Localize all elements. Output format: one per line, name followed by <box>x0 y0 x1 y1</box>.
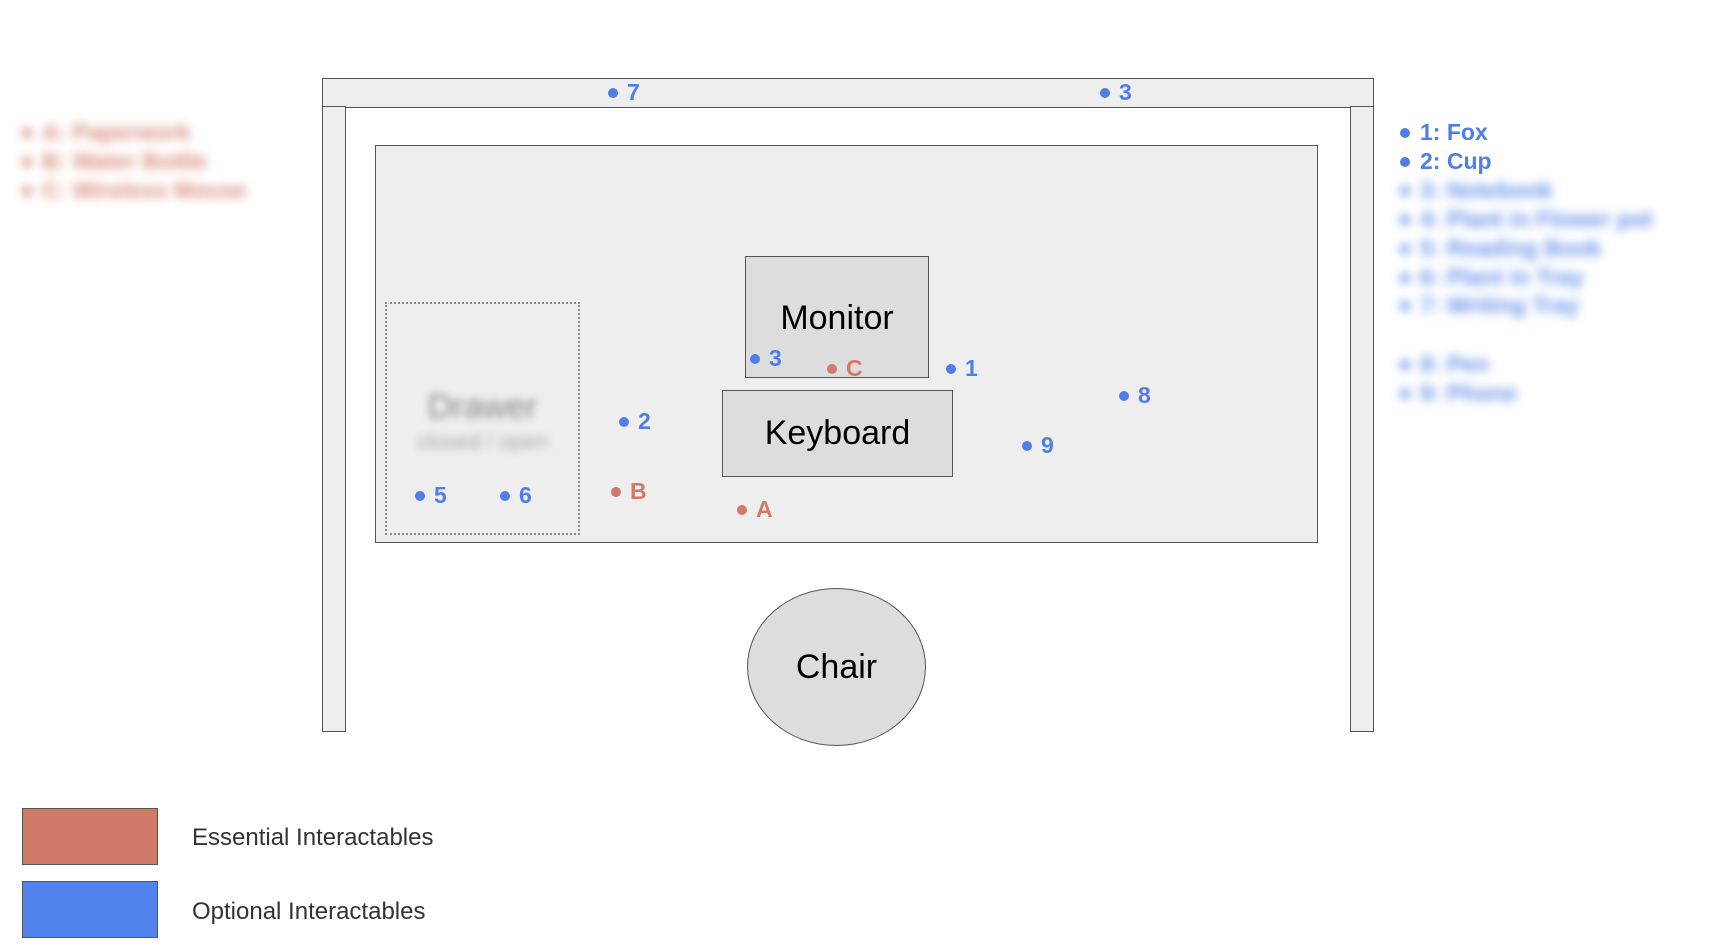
list-item: 2: Cup <box>1400 147 1700 176</box>
marker-dot-icon <box>827 363 837 374</box>
marker-b: B <box>611 478 647 505</box>
bullet-dot-icon <box>1400 185 1410 196</box>
marker-dot-icon <box>1022 440 1032 451</box>
marker-label: 8 <box>1138 382 1151 408</box>
marker-label: 2 <box>638 408 651 434</box>
list-item-label: 2: Cup <box>1420 148 1492 174</box>
room-right-wall <box>1350 106 1374 732</box>
list-item-label: 6: Plant in Tray <box>1420 264 1584 290</box>
list-item-label: C: Wireless Mouse <box>42 177 247 203</box>
marker-7: 7 <box>608 79 640 106</box>
bullet-dot-icon <box>1400 243 1410 254</box>
marker-a: A <box>737 496 773 523</box>
marker-label: 1 <box>965 355 978 381</box>
list-item: 9: Phone <box>1400 379 1700 408</box>
list-item: 5: Reading Book <box>1400 234 1700 263</box>
drawer-sublabel: closed / open <box>417 429 548 454</box>
list-item: 8: Pen <box>1400 350 1700 379</box>
bullet-dot-icon <box>1400 272 1410 283</box>
list-item-label: 8: Pen <box>1420 351 1490 377</box>
list-item-label: 5: Reading Book <box>1420 235 1602 261</box>
marker-dot-icon <box>1119 390 1129 401</box>
marker-label: 9 <box>1041 432 1054 458</box>
bullet-dot-icon <box>22 156 32 167</box>
legend-swatch-essential <box>22 808 158 865</box>
marker-2: 2 <box>619 408 651 435</box>
room-top-wall <box>322 78 1374 108</box>
bullet-dot-icon <box>1400 388 1410 399</box>
marker-label: 7 <box>627 79 640 105</box>
marker-dot-icon <box>608 87 618 98</box>
bullet-dot-icon <box>22 127 32 138</box>
marker-dot-icon <box>611 486 621 497</box>
list-item: 3: Notebook <box>1400 176 1700 205</box>
marker-label: 5 <box>434 482 447 508</box>
marker-3-top: 3 <box>1100 79 1132 106</box>
list-item-label: 3: Notebook <box>1420 177 1553 203</box>
list-item: B: Water Bottle <box>22 147 246 176</box>
marker-label: C <box>846 355 863 381</box>
marker-5: 5 <box>415 482 447 509</box>
chair: Chair <box>747 588 926 746</box>
marker-8: 8 <box>1119 382 1151 409</box>
bullet-dot-icon <box>1400 214 1410 225</box>
bullet-dot-icon <box>1400 359 1410 370</box>
chair-label: Chair <box>795 647 878 686</box>
keyboard-label: Keyboard <box>764 414 911 452</box>
drawer-label: Drawer <box>427 388 538 426</box>
list-item: 6: Plant in Tray <box>1400 263 1700 292</box>
list-item-label: 4: Plant in Flower pot <box>1420 206 1653 232</box>
marker-dot-icon <box>946 363 956 374</box>
room-left-wall <box>322 106 346 732</box>
marker-dot-icon <box>750 353 760 364</box>
marker-label: A <box>756 496 773 522</box>
optional-interactables-list: 1: Fox 2: Cup 3: Notebook 4: Plant in Fl… <box>1400 118 1700 408</box>
marker-1: 1 <box>946 355 978 382</box>
bullet-dot-icon <box>1400 301 1410 311</box>
list-item: 1: Fox <box>1400 118 1700 147</box>
marker-c: C <box>827 355 863 382</box>
drawer-area: Drawer closed / open <box>385 302 580 535</box>
marker-6: 6 <box>500 482 532 509</box>
marker-dot-icon <box>1100 87 1110 98</box>
list-item: 4: Plant in Flower pot <box>1400 205 1700 234</box>
marker-label: 6 <box>519 482 532 508</box>
bullet-dot-icon <box>1400 127 1410 138</box>
legend-label-optional: Optional Interactables <box>192 898 426 925</box>
list-item-label: 9: Phone <box>1420 380 1518 406</box>
monitor: Monitor <box>745 256 929 378</box>
bullet-dot-icon <box>1400 156 1410 167</box>
marker-label: 3 <box>1119 79 1132 105</box>
list-item-label: B: Water Bottle <box>42 148 208 174</box>
keyboard: Keyboard <box>722 390 953 477</box>
list-item: C: Wireless Mouse <box>22 176 246 205</box>
marker-9: 9 <box>1022 432 1054 459</box>
list-item-label: 7: Writing Tray <box>1420 292 1580 318</box>
marker-dot-icon <box>500 490 510 501</box>
list-item-label: 1: Fox <box>1420 119 1488 145</box>
legend-label-essential: Essential Interactables <box>192 824 434 851</box>
marker-dot-icon <box>737 504 747 515</box>
marker-label: 3 <box>769 345 782 371</box>
essential-interactables-list: A: Paperwork B: Water Bottle C: Wireless… <box>22 118 246 205</box>
list-item: 7: Writing Tray <box>1400 292 1700 350</box>
list-item: A: Paperwork <box>22 118 246 147</box>
list-item-label: A: Paperwork <box>42 119 191 145</box>
bullet-dot-icon <box>22 185 32 196</box>
marker-3-monitor: 3 <box>750 345 782 372</box>
marker-dot-icon <box>415 490 425 501</box>
legend-swatch-optional <box>22 881 158 938</box>
monitor-label: Monitor <box>780 299 894 337</box>
marker-dot-icon <box>619 416 629 427</box>
marker-label: B <box>630 478 647 504</box>
